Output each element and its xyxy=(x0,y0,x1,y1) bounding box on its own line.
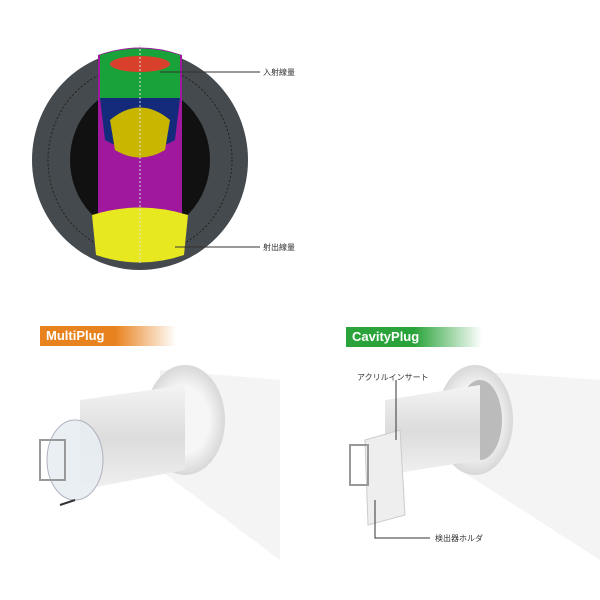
multiplug-image xyxy=(39,365,280,560)
acrylic-insert-label: アクリルインサート xyxy=(357,373,429,382)
entrance-dose-label: 入射線量 xyxy=(263,68,295,77)
detector-holder-label: 検出器ホルダ xyxy=(435,534,483,543)
phantom-cross-section xyxy=(32,45,260,270)
cavityplug-title: CavityPlug xyxy=(346,327,482,347)
exit-dose-label: 射出線量 xyxy=(263,243,295,252)
cavityplug-image xyxy=(349,365,600,560)
multiplug-title: MultiPlug xyxy=(40,326,176,346)
